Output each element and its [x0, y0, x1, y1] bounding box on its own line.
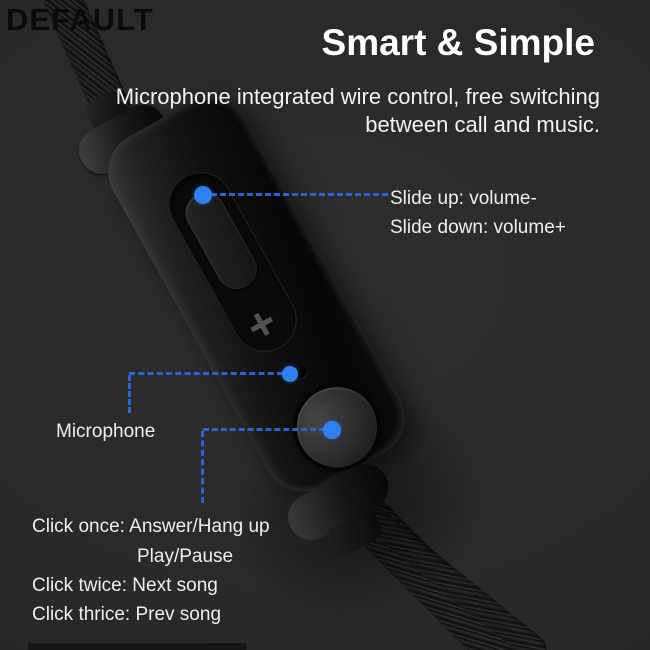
button-callout-line-3: Click twice: Next song — [32, 575, 218, 596]
microphone-callout-line-v — [128, 375, 131, 413]
photo-edge-shadow — [28, 643, 246, 650]
subtitle-line-2: between call and music. — [365, 112, 600, 137]
button-callout-line-h — [203, 428, 325, 431]
subtitle-line-1: Microphone integrated wire control, free… — [115, 84, 600, 109]
microphone-callout-line-h — [129, 372, 283, 375]
button-callout-line-1: Click once: Answer/Hang up — [32, 516, 270, 537]
subtitle: Microphone integrated wire control, free… — [116, 83, 600, 139]
volume-callout-line-1: Slide up: volume- — [390, 188, 537, 209]
volume-callout-dot — [194, 186, 212, 204]
button-callout-line-2: Play/Pause — [137, 546, 234, 567]
button-callout-line-4: Click thrice: Prev song — [32, 604, 222, 625]
volume-callout-line-2: Slide down: volume+ — [390, 217, 566, 238]
page-title: Smart & Simple — [321, 22, 595, 63]
volume-callout-text: Slide up: volume- Slide down: volume+ — [390, 184, 566, 242]
button-callout-dot — [323, 421, 341, 439]
volume-callout-line — [211, 193, 388, 196]
microphone-callout-dot — [282, 366, 298, 382]
button-callout-line-v — [201, 431, 204, 503]
microphone-label: Microphone — [56, 421, 156, 442]
watermark: DEFAULT — [6, 2, 154, 37]
